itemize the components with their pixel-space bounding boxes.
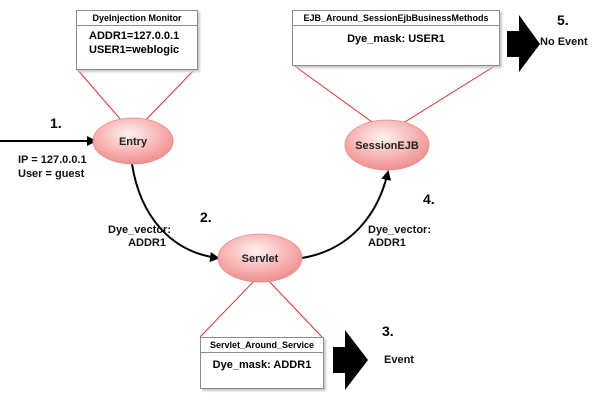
dye-vector-left: Dye_vector: ADDR1	[108, 224, 171, 250]
no-event-outcome-label: No Event	[540, 36, 588, 48]
entry-to-servlet-arrow	[131, 163, 220, 262]
step-1-label: 1.	[50, 115, 62, 131]
event-outcome-label: Event	[384, 354, 414, 366]
entry-node-label: Entry	[119, 136, 148, 148]
dye-vector-right-title: Dye_vector:	[368, 224, 431, 236]
ejb-box-mask: Dye_mask: USER1	[347, 33, 445, 45]
servlet-to-sessionejb-arrow	[301, 170, 392, 259]
servlet-box-mask: Dye_mask: ADDR1	[212, 359, 312, 371]
no-event-outcome-arrow	[507, 15, 540, 72]
monitor-box-body: ADDR1=127.0.0.1 USER1=weblogic	[77, 26, 197, 60]
step-4-label: 4.	[423, 191, 435, 207]
monitor-connector	[75, 67, 197, 129]
step-3-label: 3.	[382, 323, 394, 339]
dye-injection-monitor-box: DyeInjection Monitor ADDR1=127.0.0.1 USE…	[76, 10, 198, 70]
dye-vector-right: Dye_vector: ADDR1	[368, 224, 431, 250]
dye-vector-left-value: ADDR1	[128, 237, 166, 249]
step-5-label: 5.	[557, 12, 569, 28]
servlet-box-title: Servlet_Around_Service	[201, 338, 323, 353]
ejb-box-title: EJB_Around_SessionEjbBusinessMethods	[293, 11, 499, 26]
servlet-around-box: Servlet_Around_Service Dye_mask: ADDR1	[200, 337, 324, 389]
event-outcome-arrow	[333, 330, 368, 390]
dye-vector-left-title: Dye_vector:	[108, 224, 171, 236]
monitor-box-title: DyeInjection Monitor	[77, 11, 197, 26]
monitor-user-line: USER1=weblogic	[89, 44, 180, 56]
entry-node: Entry	[92, 117, 174, 165]
monitor-addr-line: ADDR1=127.0.0.1	[89, 30, 180, 42]
ejb-connector	[291, 63, 499, 131]
servlet-connector	[199, 277, 323, 338]
servlet-node-label: Servlet	[242, 253, 279, 265]
step-2-label: 2.	[200, 209, 212, 225]
request-ip-label: IP = 127.0.0.1	[18, 154, 87, 166]
servlet-node: Servlet	[217, 233, 303, 283]
sessionejb-node: SessionEJB	[344, 119, 430, 171]
sessionejb-node-label: SessionEJB	[355, 140, 419, 152]
request-user-label: User = guest	[18, 168, 85, 180]
ejb-around-box: EJB_Around_SessionEjbBusinessMethods Dye…	[292, 10, 500, 66]
dye-vector-right-value: ADDR1	[368, 237, 406, 249]
